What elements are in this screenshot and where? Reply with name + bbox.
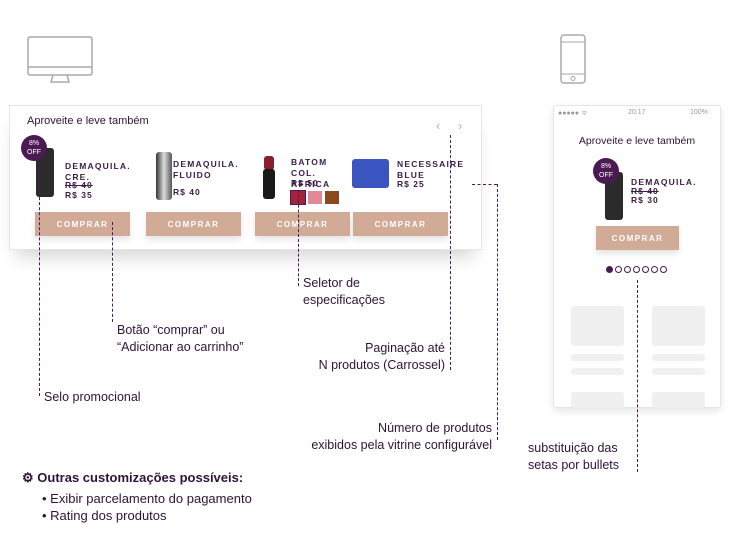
- product-name: NECESSAIRE BLUE: [397, 159, 465, 180]
- battery-level: 100%: [690, 109, 708, 116]
- pagination-bullet[interactable]: [624, 266, 631, 273]
- pagination-bullets[interactable]: [606, 266, 669, 273]
- product-name: BATOM COL. AFRICA: [291, 157, 331, 189]
- price: R$ 30: [631, 195, 659, 205]
- pagination-bullet[interactable]: [651, 266, 658, 273]
- old-price: R$ 40: [65, 180, 93, 190]
- buy-button[interactable]: COMPRAR: [35, 212, 130, 236]
- customizations-title: Outras customizações possíveis:: [37, 470, 244, 485]
- chevron-right-icon[interactable]: ›: [458, 118, 463, 133]
- product-name: DEMAQUILA.: [631, 177, 697, 187]
- buy-button[interactable]: COMPRAR: [596, 226, 679, 250]
- note-selector-1: Seletor de: [303, 276, 360, 290]
- note-bullets-1: substituição das: [528, 441, 618, 455]
- list-item: • Rating dos produtos: [42, 508, 167, 523]
- buy-button[interactable]: COMPRAR: [146, 212, 241, 236]
- pagination-bullet[interactable]: [660, 266, 667, 273]
- buy-button[interactable]: COMPRAR: [255, 212, 350, 236]
- color-swatch[interactable]: [325, 191, 339, 204]
- promo-badge: 8% OFF: [593, 158, 619, 184]
- note-product-count-1: Número de produtos: [378, 421, 492, 435]
- note-buy-button-2: “Adicionar ao carrinho”: [117, 340, 244, 354]
- note-bullets-2: setas por bullets: [528, 458, 620, 472]
- price: R$ 35: [65, 190, 93, 200]
- note-product-count-2: exibidos pela vitrine configurável: [311, 438, 492, 452]
- pagination-bullet[interactable]: [615, 266, 622, 273]
- product-name: DEMAQUILA. CRE.: [65, 161, 131, 182]
- mobile-phone-icon: [560, 34, 586, 84]
- price: R$ 25: [397, 179, 425, 189]
- buy-button[interactable]: COMPRAR: [353, 212, 448, 236]
- price: R$ 40: [173, 187, 201, 197]
- gear-icon: ⚙: [22, 470, 34, 485]
- desktop-showcase: Aproveite e leve também ‹ › 8% OFF DEMAQ…: [9, 105, 482, 250]
- note-pagination-1: Paginação até: [365, 341, 445, 355]
- status-time: 20:17: [628, 109, 646, 116]
- color-swatch[interactable]: [308, 191, 322, 204]
- note-buy-button-1: Botão “comprar” ou: [117, 323, 225, 337]
- price: R$ 50: [291, 178, 319, 188]
- showcase-title: Aproveite e leve também: [27, 115, 149, 127]
- note-selector-2: especificações: [303, 293, 385, 307]
- pagination-bullet[interactable]: [606, 266, 613, 273]
- chevron-left-icon[interactable]: ‹: [436, 118, 441, 133]
- customizations-list: • Exibir parcelamento do pagamento • Rat…: [42, 490, 252, 524]
- note-pagination-2: N produtos (Carrossel): [318, 358, 445, 372]
- showcase-title: Aproveite e leve também: [578, 135, 696, 147]
- note-promo-badge: Selo promocional: [44, 390, 141, 404]
- pagination-bullet[interactable]: [633, 266, 640, 273]
- desktop-monitor-icon: [27, 36, 93, 83]
- promo-badge: 8% OFF: [21, 135, 47, 161]
- old-price: R$ 40: [631, 186, 659, 196]
- list-item: • Exibir parcelamento do pagamento: [42, 491, 252, 506]
- product-name: DEMAQUILA. FLUIDO: [173, 159, 239, 180]
- pagination-bullet[interactable]: [642, 266, 649, 273]
